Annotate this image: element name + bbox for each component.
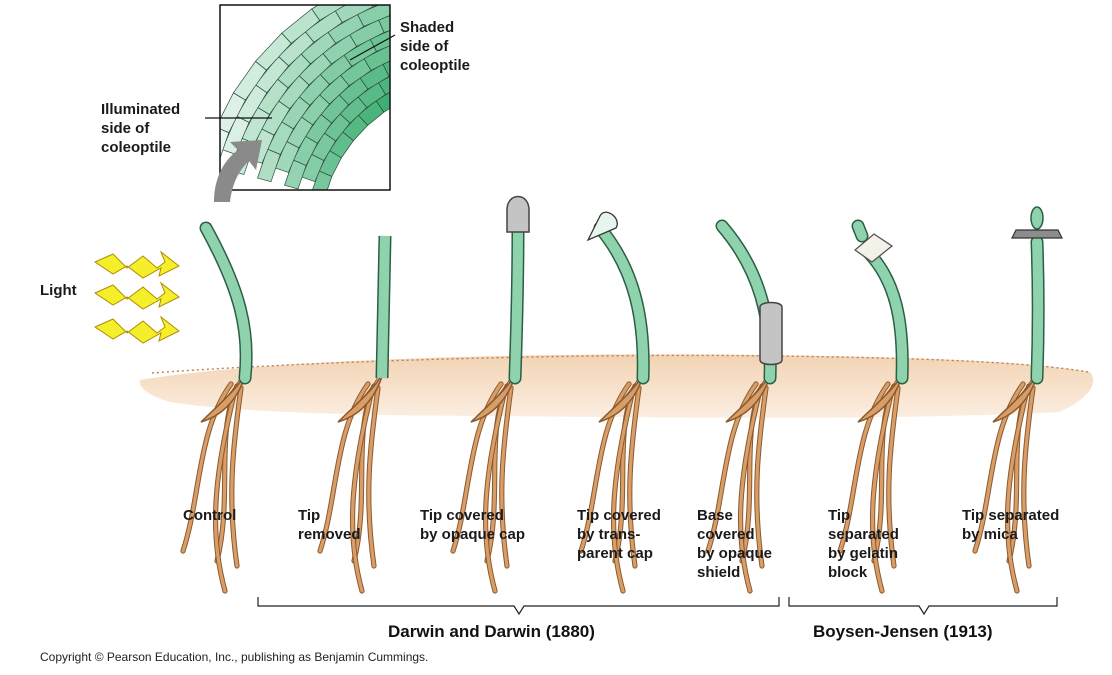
root bbox=[318, 382, 370, 553]
cell bbox=[423, 0, 458, 5]
root bbox=[1005, 388, 1029, 593]
darwin-bracket bbox=[257, 597, 780, 616]
cell bbox=[417, 74, 442, 93]
group-label-boysen-jensen: Boysen-Jensen (1913) bbox=[813, 622, 993, 641]
root bbox=[213, 388, 237, 593]
boysen-jensen-bracket bbox=[788, 597, 1058, 616]
root bbox=[738, 388, 762, 593]
cell bbox=[474, 1, 507, 18]
experiment-label-mica: Tip separated by mica bbox=[962, 507, 1060, 543]
cell bbox=[457, 0, 492, 2]
root bbox=[230, 386, 243, 568]
cell bbox=[441, 1, 474, 17]
mica-plate bbox=[1011, 229, 1063, 239]
group-label-darwin: Darwin and Darwin (1880) bbox=[388, 622, 595, 641]
copyright-text: Copyright © Pearson Education, Inc., pub… bbox=[40, 650, 429, 664]
root bbox=[579, 382, 631, 553]
seed-and-roots bbox=[837, 361, 907, 594]
inset-cell-panel bbox=[219, 0, 507, 191]
shaded-leader-line bbox=[349, 34, 396, 61]
cell bbox=[473, 29, 502, 45]
root bbox=[755, 386, 768, 568]
experiment-label-gelatin-block: Tip separated by gelatin block bbox=[828, 507, 899, 581]
transparent-cap bbox=[586, 211, 618, 242]
experiment-label-opaque-shield: Base covered by opaque shield bbox=[697, 507, 773, 581]
opaque-cap bbox=[506, 195, 530, 233]
root bbox=[887, 386, 900, 568]
coleoptile-tip-mica bbox=[1030, 206, 1044, 230]
light-zigzag-arrow bbox=[93, 315, 180, 344]
root bbox=[500, 386, 513, 568]
seed-and-roots bbox=[317, 361, 387, 594]
soil-surface-line bbox=[151, 354, 1089, 374]
light-zigzag-arrow bbox=[93, 250, 180, 279]
cell bbox=[382, 60, 390, 77]
root bbox=[870, 388, 894, 593]
coleoptile-opaque-cap bbox=[510, 223, 523, 383]
experiment-label-transparent-cap: Tip covered by trans- parent cap bbox=[577, 507, 661, 562]
cell bbox=[378, 15, 390, 33]
root bbox=[1022, 386, 1035, 568]
cell bbox=[334, 5, 374, 23]
seed-and-roots bbox=[705, 361, 775, 594]
cell bbox=[345, 0, 385, 2]
seed-and-roots bbox=[450, 361, 520, 594]
illuminated-side-label: Illuminated side of coleoptile bbox=[101, 101, 181, 156]
cell bbox=[389, 0, 425, 14]
experiment-label-opaque-cap: Tip covered by opaque cap bbox=[420, 507, 526, 543]
experiment-label-tip-removed: Tip removed bbox=[298, 507, 361, 543]
root bbox=[838, 382, 890, 553]
experiment-label-control: Control bbox=[183, 507, 237, 524]
cell bbox=[220, 128, 230, 160]
coleoptile-tip-removed bbox=[377, 235, 390, 379]
root bbox=[367, 386, 380, 568]
seed-and-roots bbox=[180, 361, 250, 594]
coleoptile-mica bbox=[1032, 237, 1044, 383]
coleoptile-transparent-cap bbox=[595, 223, 649, 383]
cell bbox=[473, 57, 498, 73]
cell bbox=[311, 5, 347, 21]
coleoptile-control bbox=[201, 223, 252, 383]
seed bbox=[337, 361, 387, 423]
seed-and-roots bbox=[578, 361, 648, 594]
root bbox=[350, 388, 374, 593]
shaded-side-label: Shaded side of coleoptile bbox=[400, 19, 471, 74]
root bbox=[628, 386, 641, 568]
root bbox=[483, 388, 507, 593]
coleoptile-tip-gelatin bbox=[853, 221, 867, 241]
magnify-arrow-icon bbox=[214, 140, 262, 202]
root bbox=[611, 388, 635, 593]
cell bbox=[396, 80, 422, 101]
light-label: Light bbox=[40, 282, 77, 299]
root bbox=[451, 382, 503, 553]
root bbox=[973, 382, 1025, 553]
root bbox=[181, 382, 233, 553]
light-zigzag-arrow bbox=[93, 281, 180, 310]
coleoptile-gelatin bbox=[863, 247, 908, 383]
cell bbox=[356, 5, 390, 27]
cell bbox=[375, 91, 390, 113]
root bbox=[706, 382, 758, 553]
gelatin-block bbox=[853, 233, 894, 263]
opaque-shield bbox=[759, 301, 783, 366]
light-arrows-icon bbox=[93, 250, 180, 344]
